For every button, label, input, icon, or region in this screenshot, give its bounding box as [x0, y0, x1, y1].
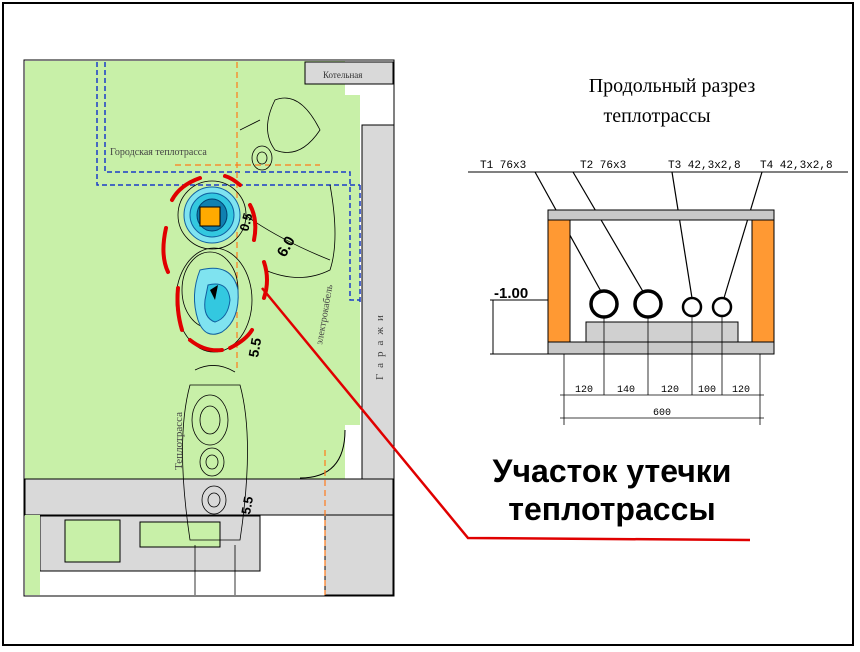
channel-left-wall	[547, 219, 571, 343]
contour-label-5-5-lower: 5.5	[238, 495, 256, 515]
dim-4: 100	[698, 385, 716, 396]
pipe-support-bed	[585, 321, 739, 343]
callout-line2: теплотрассы	[508, 491, 715, 527]
garage-label: Гаражи	[374, 309, 386, 380]
boiler-label: Котельная	[323, 70, 362, 80]
pipe-label-t3: Т3 42,3х2,8	[668, 160, 741, 172]
dim-3: 120	[661, 385, 679, 396]
channel-top-slab	[547, 209, 775, 221]
contour-label-0-5: 0.5	[236, 211, 255, 232]
dim-1: 120	[575, 385, 593, 396]
heat-pipe-label: Теплотрасса	[173, 412, 185, 470]
pipe-t4	[711, 296, 733, 318]
channel-bottom-slab	[547, 341, 775, 355]
depth-label: -1.00	[494, 285, 528, 302]
contour-label-5-5: 5.5	[245, 336, 264, 358]
dim-2: 140	[617, 385, 635, 396]
slide-frame	[2, 2, 854, 646]
city-heat-main-label: Городская теплотрасса	[110, 147, 207, 158]
pipe-label-t2: Т2 76х3	[580, 160, 626, 172]
pipe-t3	[681, 296, 703, 318]
cross-section-drawing: Продольный разрез теплотрассы Т1 76х3 Т2…	[468, 75, 848, 425]
leak-hotspot-upper	[183, 186, 241, 244]
leak-area-outline	[161, 174, 269, 353]
pipe-t1	[589, 289, 619, 319]
dim-5: 120	[732, 385, 750, 396]
leak-hotspot-lower	[194, 267, 239, 335]
channel-right-wall	[751, 219, 775, 343]
section-title-line1: Продольный разрез	[589, 75, 756, 97]
callout-line1: Участок утечки	[493, 453, 732, 489]
section-title-line2: теплотрассы	[603, 105, 710, 127]
dim-total: 600	[653, 408, 671, 419]
pipe-t2	[633, 289, 663, 319]
callout-leader-line	[261, 287, 751, 542]
hotspot-center-marker	[199, 206, 221, 227]
pipe-label-t1: Т1 76х3	[480, 160, 526, 172]
pipe-label-t4: Т4 42,3х2,8	[760, 160, 833, 172]
site-map: Котельная Городская теплотрасса электрок…	[23, 59, 751, 597]
